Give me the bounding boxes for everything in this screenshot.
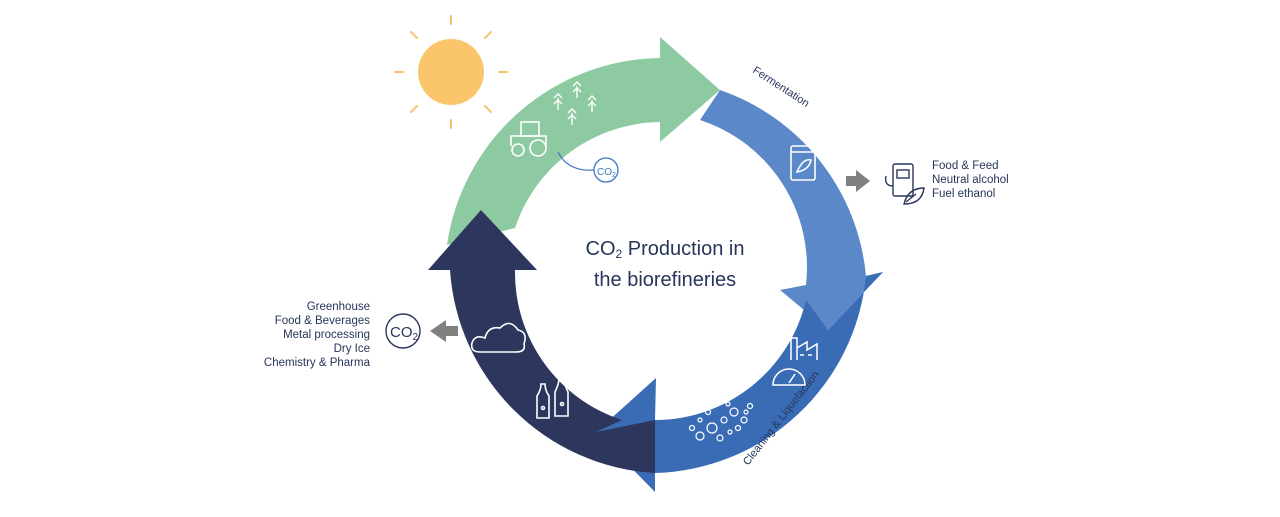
co2-badge: CO2 [385,313,421,349]
svg-text:CO2: CO2 [597,167,616,179]
products-right-list: Food & Feed Neutral alcohol Fuel ethanol [932,159,1009,201]
svg-text:CO2: CO2 [390,324,419,343]
diagram-title: CO2 Production in the biorefineries [540,236,790,293]
co2-use-item: Dry Ice [333,343,370,355]
bubbles-icon [688,401,754,442]
co2-uses-list: Greenhouse Food & Beverages Metal proces… [220,300,370,370]
co2-use-item: Chemistry & Pharma [263,357,370,369]
growth-segment [447,37,720,245]
co2-use-item: Food & Beverages [274,315,370,327]
co2-use-item: Metal processing [283,329,370,341]
bottles-icon [536,377,569,419]
product-item: Neutral alcohol [932,174,1009,186]
product-item: Fuel ethanol [932,188,996,200]
output-arrow-left [430,320,458,342]
cleaning-liquefaction-segment [596,272,883,492]
title-line-2: the biorefineries [593,269,737,291]
output-arrow-right [846,170,870,192]
tractor-icon [510,121,547,157]
feed-bag-icon [790,145,816,181]
fermentation-segment [700,90,883,330]
co2-capture-segment [428,210,655,473]
co2-use-item: Greenhouse [306,301,370,313]
gauge-icon [772,368,806,386]
title-line-1: CO2 Production in [585,238,745,261]
stage-label-fermentation: Fermentation [750,64,811,109]
wheat-icon [553,81,597,125]
cloud-icon [470,322,526,353]
factory-icon [790,337,818,360]
product-item: Food & Feed [932,160,999,172]
sun-icon [394,15,508,129]
small-co2-badge: CO2 [557,151,619,183]
fuel-pump-icon [884,163,925,205]
